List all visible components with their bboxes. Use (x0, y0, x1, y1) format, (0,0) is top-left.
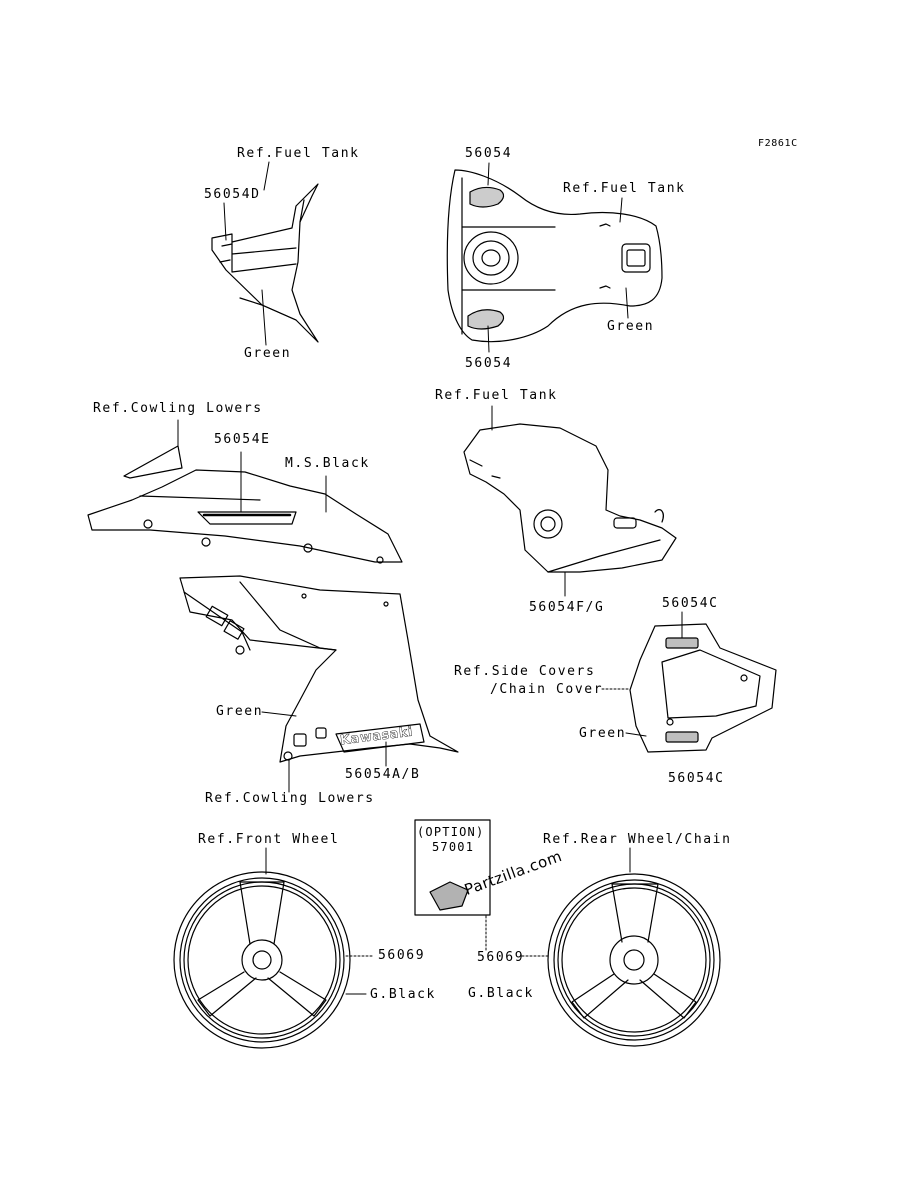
label-ref-cowling-lowers-2: Ref.Cowling Lowers (205, 791, 375, 806)
seat-cowl-illustration (601, 611, 777, 753)
label-ref-front-wheel: Ref.Front Wheel (198, 832, 340, 847)
label-ref-side-covers: Ref.Side Covers (454, 664, 596, 679)
label-part-56054c-top: 56054C (662, 596, 719, 611)
label-ref-cowling-lowers-1: Ref.Cowling Lowers (93, 401, 263, 416)
label-green-1: Green (244, 346, 292, 361)
front-wheel-illustration (173, 847, 375, 1049)
label-green-4: Green (579, 726, 627, 741)
label-green-2: Green (607, 319, 655, 334)
tail-cowl-illustration (211, 161, 319, 346)
label-green-3: Green (216, 704, 264, 719)
label-part-56054c-bottom: 56054C (668, 771, 725, 786)
label-part-56054-bottom: 56054 (465, 356, 513, 371)
label-chain-cover: /Chain Cover (490, 682, 604, 697)
diagram-code: F2861C (758, 138, 798, 149)
label-gblack-rear: G.Black (468, 986, 534, 1001)
label-ref-fuel-tank-2: Ref.Fuel Tank (563, 181, 686, 196)
label-part-56054d: 56054D (204, 187, 261, 202)
upper-cowling-illustration (87, 419, 403, 564)
option-decal-shape (429, 881, 469, 911)
label-ref-fuel-tank-1: Ref.Fuel Tank (237, 146, 360, 161)
lower-cowling-illustration (179, 575, 459, 793)
label-option: (OPTION) (417, 825, 485, 839)
label-part-57001: 57001 (432, 840, 475, 854)
label-part-56054e: 56054E (214, 432, 271, 447)
fuel-tank-side-illustration (463, 405, 677, 597)
label-part-56069-rear: 56069 (477, 950, 525, 965)
label-part-56054-top: 56054 (465, 146, 513, 161)
option-box (414, 819, 491, 916)
label-part-56069-front: 56069 (378, 948, 426, 963)
fuel-tank-top-illustration (446, 162, 663, 353)
label-gblack-front: G.Black (370, 987, 436, 1002)
label-part-56054ab: 56054A/B (345, 767, 421, 782)
label-ms-black: M.S.Black (285, 456, 370, 471)
label-ref-fuel-tank-3: Ref.Fuel Tank (435, 388, 558, 403)
rear-wheel-illustration (521, 847, 721, 1047)
label-part-56054fg: 56054F/G (529, 600, 605, 615)
label-ref-rear-wheel: Ref.Rear Wheel/Chain (543, 832, 732, 847)
